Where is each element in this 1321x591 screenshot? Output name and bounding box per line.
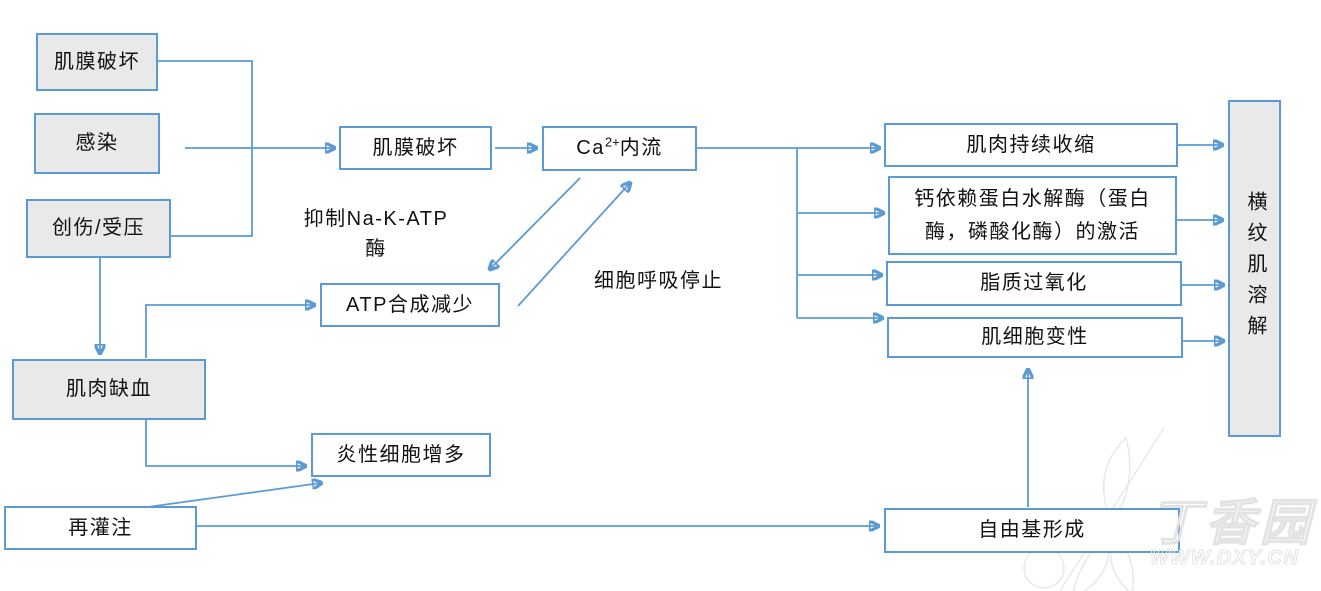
node-lipid-peroxidation: 脂质过氧化 xyxy=(886,261,1182,306)
arrow-ca-to-atp-decrease xyxy=(490,177,581,269)
node-label: 自由基形成 xyxy=(978,519,1086,541)
node-label: 肌肉缺血 xyxy=(66,378,152,400)
node-membrane-damage-source: 肌膜破坏 xyxy=(36,33,158,91)
node-label: 炎性细胞增多 xyxy=(336,443,466,466)
node-label: 钙依赖蛋白水解酶（蛋白 酶，磷酸化酶）的激活 xyxy=(914,187,1151,243)
node-ca-influx: Ca2+内流 xyxy=(542,126,697,171)
node-inflammatory-cell-increase: 炎性细胞增多 xyxy=(311,433,491,477)
node-muscle-cell-degeneration: 肌细胞变性 xyxy=(887,317,1183,358)
node-infection: 感染 xyxy=(34,113,160,174)
node-label: 肌肉持续收缩 xyxy=(966,133,1096,156)
arrow-ischemia-to-atp-decrease xyxy=(145,305,314,358)
node-rhabdomyolysis: 横纹肌溶解 xyxy=(1228,100,1281,437)
dxy-watermark-brand: 丁香园 xyxy=(1149,494,1315,551)
annotation-cell-respiration-stop: 细胞呼吸停止 xyxy=(594,270,723,292)
node-atp-synthesis-decrease: ATP合成减少 xyxy=(320,283,500,327)
node-label: 肌细胞变性 xyxy=(981,326,1089,348)
node-muscle-ischemia: 肌肉缺血 xyxy=(12,359,206,420)
node-label: 感染 xyxy=(75,132,119,154)
node-label: 肌膜破坏 xyxy=(372,136,459,159)
dxy-watermark-url: WWW.DXY.CN xyxy=(1149,547,1300,570)
line-merge-left-sources xyxy=(158,60,253,237)
superscript: 2+ xyxy=(604,134,620,150)
node-label: 横纹肌溶解 xyxy=(1244,191,1266,346)
node-free-radical-formation: 自由基形成 xyxy=(884,508,1180,553)
annotation-inhibit-na-k-atpase: 抑制Na-K-ATP 酶 xyxy=(303,208,449,260)
node-reperfusion: 再灌注 xyxy=(4,506,197,550)
node-label: Ca2+内流 xyxy=(576,134,663,159)
node-label: 肌膜破坏 xyxy=(54,50,140,73)
node-label: ATP合成减少 xyxy=(346,293,474,316)
node-label: 脂质过氧化 xyxy=(980,272,1088,294)
node-calcium-protease-activation: 钙依赖蛋白水解酶（蛋白 酶，磷酸化酶）的激活 xyxy=(888,176,1177,255)
leaf-dot-icon xyxy=(1023,547,1065,589)
node-label: 创伤/受压 xyxy=(51,217,146,239)
node-trauma-compression: 创伤/受压 xyxy=(26,199,171,258)
node-sustained-muscle-contraction: 肌肉持续收缩 xyxy=(884,123,1178,167)
node-label: 再灌注 xyxy=(68,516,133,539)
node-membrane-damage: 肌膜破坏 xyxy=(339,126,492,170)
arrow-ischemia-to-inflammatory xyxy=(145,420,305,466)
